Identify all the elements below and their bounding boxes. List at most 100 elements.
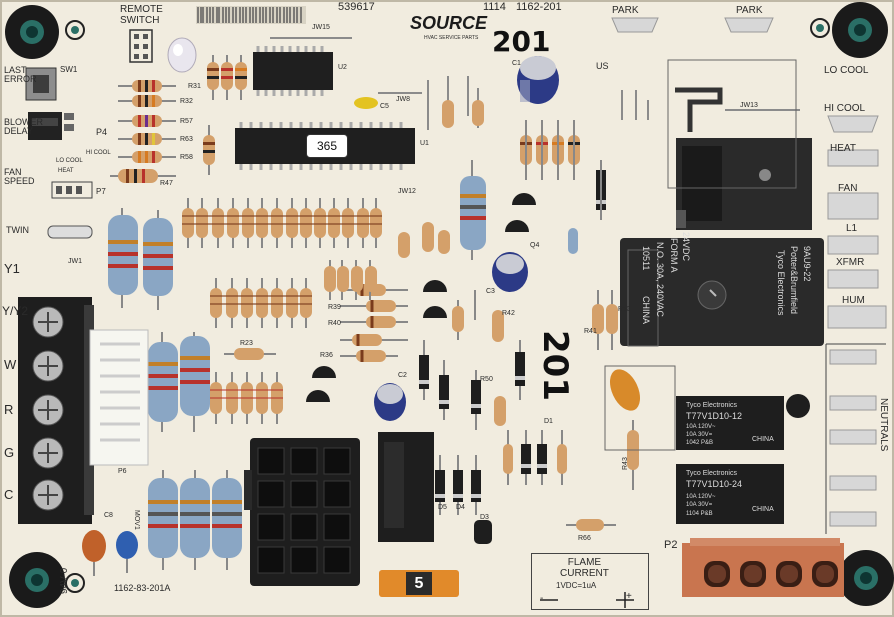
spade-terminals — [611, 17, 887, 527]
thermostat-terminal-block — [18, 297, 94, 524]
connector-p6 — [89, 329, 149, 466]
ref-jw13: JW13 — [740, 102, 758, 109]
mount-hole-top-right — [832, 2, 888, 58]
ref-d5: D5 — [438, 504, 447, 511]
ref-r41: R41 — [584, 328, 597, 335]
resistor-array-1 — [182, 198, 382, 248]
ref-c1: C1 — [512, 60, 521, 67]
relay2-rating1: 10A 120V~ — [686, 494, 716, 500]
terminal-y1: Y1 — [4, 261, 20, 276]
flame-minus: - — [540, 593, 544, 604]
ref-c2: C2 — [398, 372, 407, 379]
connector-12pin — [244, 438, 360, 586]
capacitor-c1 — [517, 56, 559, 104]
mount-hole-bottom-left — [9, 552, 65, 608]
fuse: 5 — [379, 570, 459, 597]
relay2-lot: 1104 P&B — [686, 511, 713, 517]
capacitor-c2 — [374, 383, 406, 421]
twin-label: TWIN — [6, 225, 29, 235]
relay2-brand: Tyco Electronics — [686, 470, 737, 477]
relay-small-2 — [676, 464, 784, 524]
terminal-xfmr: XFMR — [836, 257, 865, 268]
fan-speed-label: FAN SPEED — [4, 167, 35, 186]
relay-main-coil: 24VDC — [681, 232, 691, 262]
flame-current-spec: 1VDC=1uA — [556, 581, 597, 590]
terminal-neutrals: NEUTRALS — [878, 398, 889, 452]
model-number-side: 201 — [535, 330, 575, 401]
heat-small: HEAT — [58, 168, 74, 174]
ref-r57: R57 — [180, 118, 193, 125]
relay1-origin: CHINA — [752, 436, 774, 443]
ref-c5: C5 — [380, 103, 389, 110]
brand-logo: SOURCE — [410, 13, 488, 33]
terminal-heat: HEAT — [830, 143, 856, 154]
ref-r42: R42 — [502, 310, 515, 317]
p2-label: P2 — [664, 539, 678, 551]
remote-switch-label: REMOTE SWITCH — [120, 4, 163, 26]
ref-d4: D4 — [456, 504, 465, 511]
relay-main-form: FORM A — [669, 238, 679, 273]
ref-r40: R40 — [328, 320, 341, 327]
ref-mov1: MOV1 — [133, 510, 140, 530]
ref-r63: R63 — [180, 136, 193, 143]
ce-code: 94V-0 — [59, 567, 70, 594]
ref-r50: R50 — [480, 376, 493, 383]
resistors-power-left — [108, 208, 242, 570]
board-number: 1162-201 — [516, 1, 562, 13]
relay-main-rating: N.O. 30A, 240VAC — [655, 242, 665, 317]
diodes-bottom — [435, 430, 567, 515]
sw1-label: SW1 — [60, 65, 78, 74]
ul-mark: US — [596, 61, 609, 71]
ref-r43: R43 — [622, 457, 629, 470]
relay-main — [620, 138, 824, 346]
flame-plus: + — [626, 591, 632, 602]
relay1-model: T77V1D10-12 — [686, 411, 743, 421]
terminal-r: R — [4, 402, 14, 417]
ref-r31: R31 — [188, 83, 201, 90]
relay2-model: T77V1D10-24 — [686, 479, 743, 489]
terminal-c: C — [4, 487, 14, 502]
ref-q4: Q4 — [530, 242, 540, 249]
flame-current-box — [531, 553, 649, 610]
ref-u2: U2 — [338, 64, 347, 71]
ic-u2 — [253, 46, 333, 96]
date-code: 1114 — [483, 1, 506, 13]
p7-label: P7 — [96, 187, 106, 196]
terminal-y-y2: Y/Y2 — [2, 304, 29, 318]
terminal-g: G — [4, 445, 15, 460]
ref-r58: R58 — [180, 154, 193, 161]
ref-r23: R23 — [240, 340, 253, 347]
ref-r47: R47 — [160, 180, 173, 187]
fuse-rating: 5 — [406, 572, 432, 595]
terminal-l1: L1 — [846, 223, 858, 234]
ref-r53: R53 — [618, 306, 631, 313]
park-label-right: PARK — [736, 5, 763, 16]
ref-d3: D3 — [480, 514, 489, 521]
terminal-fan: FAN — [838, 183, 858, 194]
terminal-hum: HUM — [842, 295, 865, 306]
barcode — [196, 6, 306, 24]
blower-delay-label: BLOWER DELAY — [4, 117, 44, 136]
part-number: 539617 — [338, 1, 375, 13]
terminal-lo-cool: LO COOL — [824, 65, 869, 76]
ref-u1: U1 — [420, 140, 429, 147]
ref-jw1: JW1 — [68, 258, 82, 265]
relay1-rating1: 10A 120V~ — [686, 424, 716, 430]
resistor-array-3 — [210, 372, 283, 424]
last-error-label: LAST ERROR — [4, 65, 37, 84]
mount-hole-bottom-right — [838, 550, 894, 606]
board-code-bottom: 1162-83-201A — [114, 583, 171, 593]
relay1-brand: Tyco Electronics — [686, 402, 737, 409]
transistors — [306, 193, 536, 402]
relay-main-brand: Tyco Electronics — [776, 250, 786, 316]
relay-small-1 — [676, 396, 784, 450]
p4-label: P4 — [96, 127, 108, 137]
ref-c3: C3 — [486, 288, 495, 295]
ref-c8: C8 — [104, 512, 113, 519]
relay2-origin: CHINA — [752, 506, 774, 513]
resistor-power-mid — [460, 160, 486, 260]
ref-r36: R36 — [320, 352, 333, 359]
resistor-column-left — [110, 80, 176, 183]
